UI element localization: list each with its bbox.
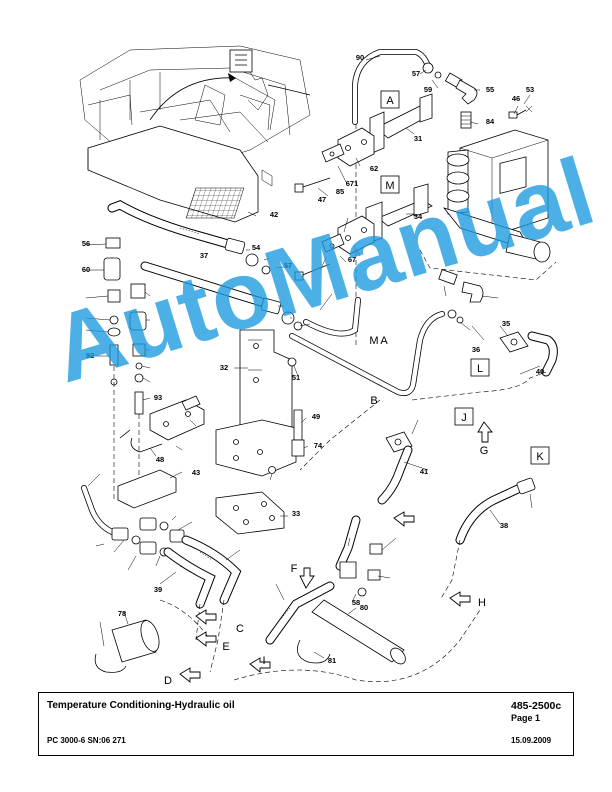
part-number-46: 46 bbox=[512, 94, 520, 103]
part-number-38: 38 bbox=[500, 521, 508, 530]
clip-81-right bbox=[296, 639, 331, 664]
hose-37-pair bbox=[107, 200, 303, 331]
part-number-43: 43 bbox=[192, 468, 200, 477]
hose-39-lower bbox=[265, 581, 335, 645]
part-number-57: 57 bbox=[412, 69, 420, 78]
part-number-57: 57 bbox=[284, 261, 292, 270]
left-fittings-column bbox=[103, 237, 147, 500]
view-label-l: L bbox=[477, 363, 483, 375]
valve-block bbox=[419, 129, 557, 281]
part-number-84: 84 bbox=[486, 117, 495, 126]
callout-letter-g: G bbox=[480, 445, 489, 457]
bracket-31-assembly bbox=[321, 93, 433, 167]
part-number-74: 74 bbox=[314, 441, 323, 450]
sleeve-80 bbox=[311, 599, 406, 665]
machine-housing bbox=[79, 45, 311, 223]
part-number-49: 49 bbox=[312, 412, 320, 421]
part-number-78: 78 bbox=[118, 609, 126, 618]
issue-date: 15.09.2009 bbox=[511, 736, 552, 745]
view-label-a: A bbox=[386, 95, 394, 107]
part-number-32: 32 bbox=[220, 363, 228, 372]
callout-letter-e: E bbox=[222, 641, 229, 653]
flange-35-36-upper bbox=[499, 331, 558, 377]
part-number-58: 58 bbox=[352, 598, 360, 607]
part-number-42: 42 bbox=[270, 210, 278, 219]
hose-38-39-lower bbox=[163, 535, 242, 673]
part-number-62: 62 bbox=[370, 164, 378, 173]
part-number-671: 671 bbox=[346, 179, 359, 188]
lower-left-hoses bbox=[81, 485, 185, 557]
leader-lines bbox=[85, 55, 541, 659]
hose-41-40-tee bbox=[335, 515, 383, 597]
part-number-36: 36 bbox=[472, 345, 480, 354]
part-number-93: 93 bbox=[154, 393, 162, 402]
part-number-33: 33 bbox=[292, 509, 300, 518]
clip-81-left bbox=[94, 653, 127, 673]
tube-91 bbox=[289, 297, 445, 397]
part-number-67: 67 bbox=[348, 255, 356, 264]
callout-letter-f: F bbox=[291, 563, 298, 575]
bolt-47-lower bbox=[294, 263, 331, 281]
page-number: Page 1 bbox=[511, 713, 541, 723]
part-number-51: 51 bbox=[292, 373, 300, 382]
clamp-62-67 bbox=[130, 395, 205, 453]
part-number-48: 48 bbox=[156, 455, 164, 464]
sleeve-78 bbox=[111, 619, 160, 663]
part-number-90: 90 bbox=[356, 53, 364, 62]
callout-letter-i: I bbox=[262, 655, 265, 667]
part-number-41: 41 bbox=[420, 467, 428, 476]
view-label-k: K bbox=[536, 451, 544, 463]
part-number-85: 85 bbox=[336, 187, 344, 196]
part-number-47: 47 bbox=[318, 195, 326, 204]
part-number-37: 37 bbox=[200, 251, 208, 260]
hose-38-right bbox=[455, 477, 536, 545]
title-block: Temperature Conditioning-Hydraulic oil 4… bbox=[38, 692, 574, 756]
part-number-60: 60 bbox=[82, 265, 90, 274]
callout-arrows bbox=[119, 421, 493, 683]
parts-diagram: AMLJKAMBGFHCEDI9057595553468431626718547… bbox=[79, 45, 558, 687]
callout-letter-m: M bbox=[369, 335, 378, 347]
callout-letter-b: B bbox=[370, 395, 377, 407]
part-number-80: 80 bbox=[360, 603, 368, 612]
part-number-34: 34 bbox=[414, 212, 423, 221]
part-number-56: 56 bbox=[82, 239, 90, 248]
bolt-47-upper bbox=[294, 177, 331, 193]
part-number-31: 31 bbox=[414, 134, 422, 143]
part-number-35: 35 bbox=[502, 319, 510, 328]
part-number-55: 55 bbox=[486, 85, 494, 94]
bracket-34-assembly bbox=[321, 183, 433, 255]
plate-33 bbox=[215, 491, 285, 535]
mounting-bracket-32 bbox=[215, 329, 305, 477]
view-label-boxes bbox=[380, 90, 550, 465]
diagram-title: Temperature Conditioning-Hydraulic oil bbox=[47, 700, 235, 711]
part-number-40: 40 bbox=[536, 367, 544, 376]
callout-letter-d: D bbox=[164, 675, 172, 687]
part-number-39: 39 bbox=[154, 585, 162, 594]
callout-letter-a: A bbox=[380, 335, 388, 347]
part-number-59: 59 bbox=[424, 85, 432, 94]
part-number-54: 54 bbox=[252, 243, 261, 252]
view-label-j: J bbox=[461, 412, 467, 424]
part-number-92: 92 bbox=[86, 351, 94, 360]
part-number-81: 81 bbox=[328, 656, 336, 665]
machine-model: PC 3000-6 SN:06 271 bbox=[47, 736, 126, 745]
document-number: 485-2500c bbox=[511, 700, 562, 712]
fittings-middle-right bbox=[438, 269, 484, 324]
callout-letter-h: H bbox=[478, 597, 486, 609]
part-number-53: 53 bbox=[526, 85, 534, 94]
callout-letter-c: C bbox=[236, 623, 244, 635]
plate-43 bbox=[117, 469, 177, 509]
flange-35-36-lower bbox=[377, 431, 413, 505]
view-label-m: M bbox=[385, 180, 394, 192]
